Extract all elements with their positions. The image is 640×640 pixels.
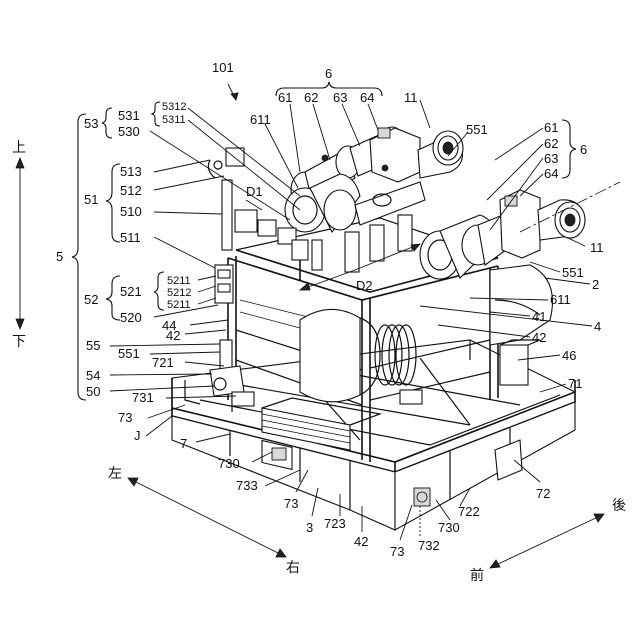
label-61-right: 61 bbox=[544, 120, 558, 135]
label-733: 733 bbox=[236, 478, 258, 493]
label-3: 3 bbox=[306, 520, 313, 535]
label-511: 511 bbox=[120, 230, 141, 245]
direction-down: 下 bbox=[12, 334, 26, 350]
label-531: 531 bbox=[118, 108, 140, 123]
label-520: 520 bbox=[120, 310, 142, 325]
label-6-top: 6 bbox=[325, 66, 332, 81]
label-41: 41 bbox=[532, 309, 546, 324]
label-61-top: 61 bbox=[278, 90, 292, 105]
label-73-bottom: 73 bbox=[390, 544, 404, 559]
label-4: 4 bbox=[594, 319, 601, 334]
label-611-right: 611 bbox=[550, 292, 571, 307]
label-73-mid: 73 bbox=[284, 496, 298, 511]
label-62-top: 62 bbox=[304, 90, 318, 105]
direction-up: 上 bbox=[12, 140, 26, 156]
direction-back: 後 bbox=[612, 498, 626, 514]
label-71: 71 bbox=[568, 376, 582, 391]
label-2: 2 bbox=[592, 277, 599, 292]
label-D2: D2 bbox=[356, 278, 373, 293]
label-611-top: 611 bbox=[250, 112, 271, 127]
label-42-bottom: 42 bbox=[354, 534, 368, 549]
label-64-top: 64 bbox=[360, 90, 374, 105]
label-101: 101 bbox=[212, 60, 234, 75]
direction-right: 右 bbox=[286, 560, 300, 576]
label-551-right: 551 bbox=[562, 265, 584, 280]
label-5212: 5212 bbox=[167, 287, 191, 299]
label-64-right: 64 bbox=[544, 166, 558, 181]
label-551-top: 551 bbox=[466, 122, 488, 137]
label-513: 513 bbox=[120, 164, 142, 179]
label-512: 512 bbox=[120, 183, 142, 198]
label-5312: 5312 bbox=[162, 101, 186, 113]
label-730-left: 730 bbox=[218, 456, 240, 471]
motor-unit-right bbox=[420, 182, 620, 279]
label-11-right: 11 bbox=[590, 240, 604, 255]
label-42-left: 42 bbox=[166, 328, 180, 343]
label-721: 721 bbox=[152, 355, 174, 370]
label-51: 51 bbox=[84, 192, 98, 207]
label-53: 53 bbox=[84, 116, 98, 131]
label-72: 72 bbox=[536, 486, 550, 501]
direction-left: 左 bbox=[108, 466, 122, 482]
label-7: 7 bbox=[180, 436, 187, 451]
label-5: 5 bbox=[56, 249, 63, 264]
label-5211-a: 5211 bbox=[167, 275, 191, 287]
label-J: J bbox=[134, 428, 141, 443]
label-63-top: 63 bbox=[333, 90, 347, 105]
label-63-right: 63 bbox=[544, 151, 558, 166]
label-521: 521 bbox=[120, 284, 142, 299]
direction-front: 前 bbox=[470, 567, 484, 584]
label-5311: 5311 bbox=[162, 114, 186, 126]
label-52: 52 bbox=[84, 292, 98, 307]
label-551-left: 551 bbox=[118, 346, 140, 361]
label-530: 530 bbox=[118, 124, 140, 139]
label-50: 50 bbox=[86, 384, 100, 399]
label-732: 732 bbox=[418, 538, 440, 553]
label-510: 510 bbox=[120, 204, 142, 219]
label-55: 55 bbox=[86, 338, 100, 353]
label-11-top: 11 bbox=[404, 90, 418, 105]
label-722: 722 bbox=[458, 504, 480, 519]
label-723: 723 bbox=[324, 516, 346, 531]
label-6-right: 6 bbox=[580, 142, 587, 157]
label-42-right: 42 bbox=[532, 330, 546, 345]
label-54: 54 bbox=[86, 368, 100, 383]
label-62-right: 62 bbox=[544, 136, 558, 151]
label-73-left: 73 bbox=[118, 410, 132, 425]
label-5211-b: 5211 bbox=[167, 299, 191, 311]
label-731: 731 bbox=[132, 390, 154, 405]
label-46: 46 bbox=[562, 348, 576, 363]
label-730-right: 730 bbox=[438, 520, 460, 535]
label-D1: D1 bbox=[246, 184, 263, 199]
